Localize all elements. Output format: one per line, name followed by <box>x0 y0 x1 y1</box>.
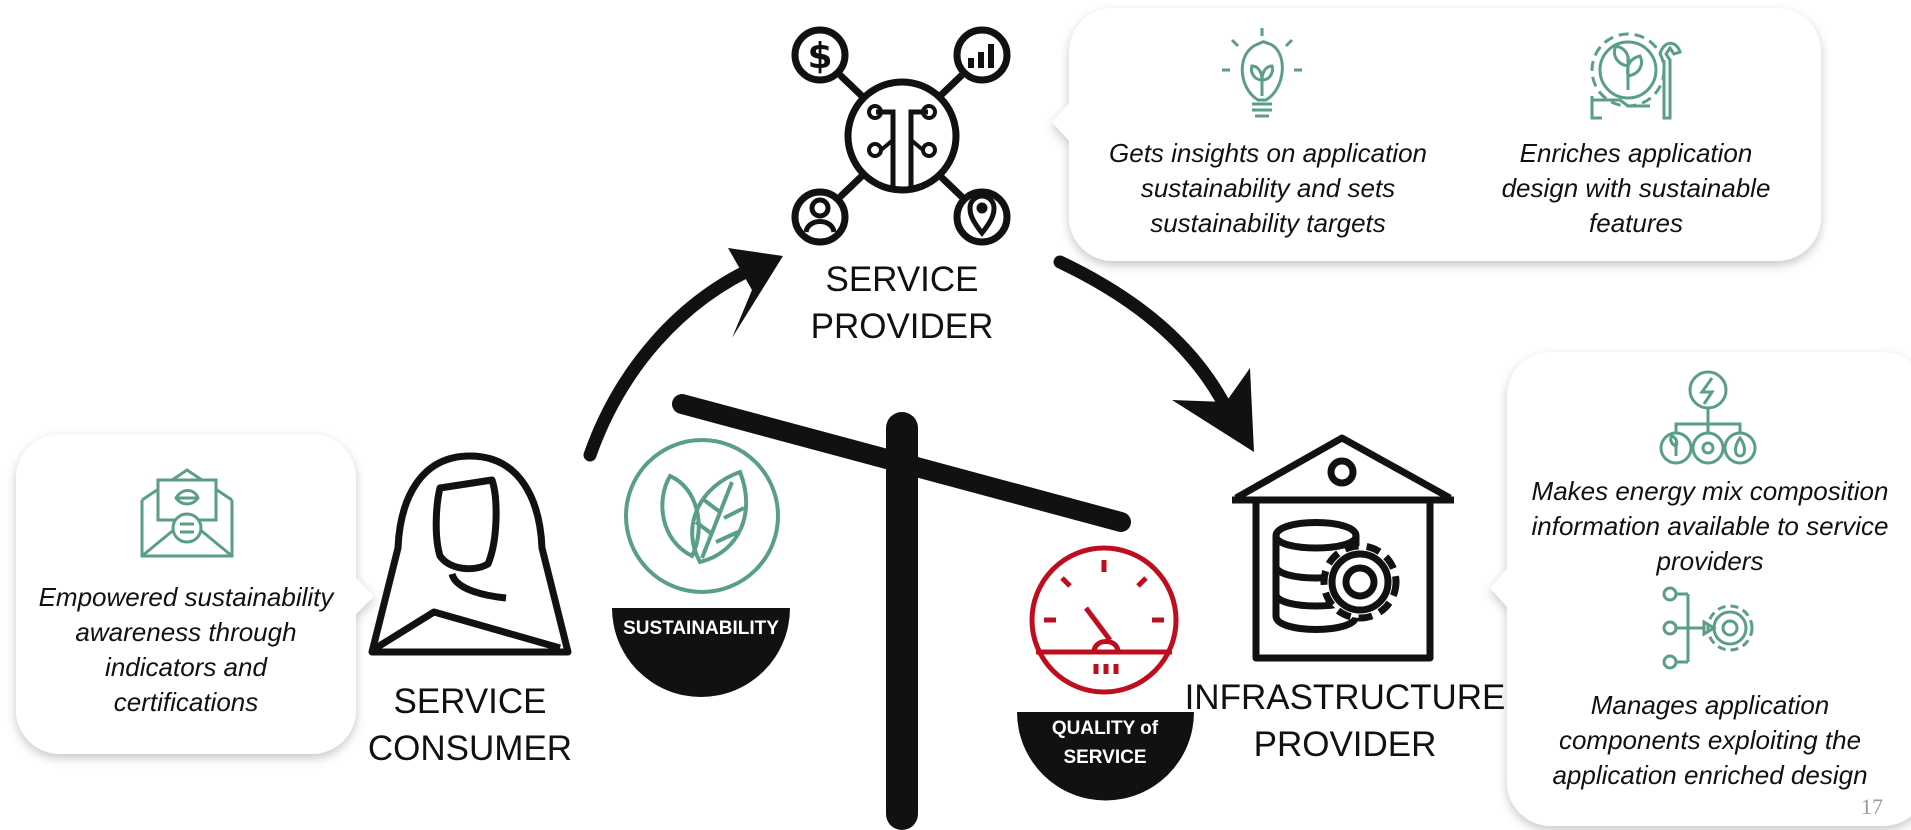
bar-chart-icon <box>968 44 994 68</box>
provider-card <box>1052 8 1821 261</box>
dollar-icon: $ <box>807 36 832 77</box>
service-provider-label: SERVICE PROVIDER <box>792 256 1012 350</box>
sustainability-pan <box>612 608 790 697</box>
provider-insights-text: Gets insights on application sustainabil… <box>1109 138 1427 238</box>
user-icon <box>803 197 837 233</box>
network-hub-icon <box>791 26 1011 246</box>
server-house-gear-icon <box>1232 434 1454 662</box>
infrastructure-provider-label: INFRASTRUCTURE PROVIDER <box>1180 674 1510 768</box>
provider-enriches-text: Enriches application design with sustain… <box>1501 138 1771 238</box>
plant-gear-wrench-icon <box>1590 32 1682 120</box>
balance-scale <box>612 394 1194 830</box>
qos-pan <box>1017 712 1194 801</box>
lightbulb-icon <box>1222 28 1302 118</box>
gauge-icon <box>1029 545 1179 695</box>
hijab-person-icon <box>368 452 572 656</box>
service-consumer-label: SERVICE CONSUMER <box>360 678 580 772</box>
service-provider-line1: SERVICE <box>825 260 979 299</box>
service-consumer-line2: CONSUMER <box>367 729 573 768</box>
consumer-card <box>16 434 374 754</box>
component-gear-icon <box>1662 586 1754 670</box>
location-pin-icon <box>967 193 997 238</box>
infrastructure-provider-line1: INFRASTRUCTURE <box>1184 678 1506 717</box>
arrow-consumer-to-provider <box>583 248 783 462</box>
leaves-icon <box>624 438 780 594</box>
qos-pan-label: QUALITY of SERVICE <box>1051 718 1159 768</box>
sustainability-pan-label: SUSTAINABILITY <box>623 618 779 639</box>
infra-energy-text: Makes energy mix composition information… <box>1531 476 1889 576</box>
infrastructure-provider-line2: PROVIDER <box>1253 725 1437 764</box>
eco-envelope-icon <box>140 468 234 558</box>
arrow-provider-to-infra <box>1053 255 1254 452</box>
consumer-card-text: Empowered sustainability awareness throu… <box>38 582 334 717</box>
infra-card <box>1490 352 1911 826</box>
slide-number: 17 <box>1861 794 1883 819</box>
energy-mix-icon <box>1659 370 1757 465</box>
infra-manages-text: Manages application components exploitin… <box>1552 690 1868 790</box>
service-consumer-line1: SERVICE <box>393 682 547 721</box>
service-provider-line2: PROVIDER <box>810 307 994 346</box>
